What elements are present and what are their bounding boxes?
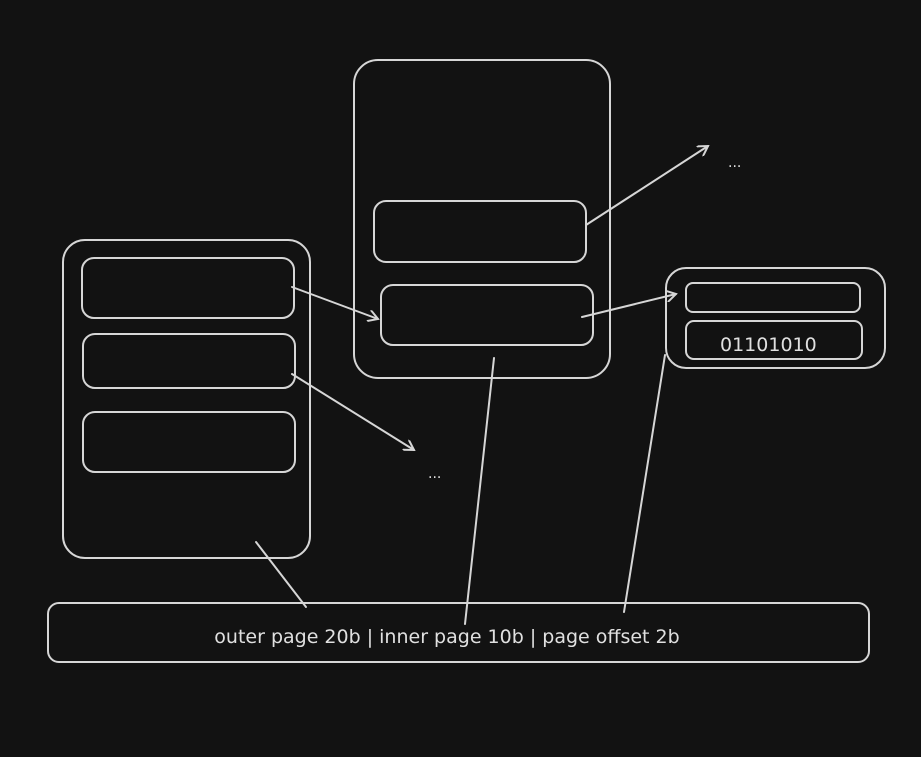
virtual-address-bar: outer page 20b | inner page 10b | page o… — [47, 602, 870, 663]
outer-table-entry — [82, 411, 296, 473]
physical-page: 01101010 — [665, 267, 886, 369]
page-data-value: 01101010 — [720, 334, 817, 356]
arrow-inner-to-elsewhere — [585, 146, 708, 226]
arrow-outer-to-inner — [291, 286, 378, 319]
address-bar-label: outer page 20b | inner page 10b | page o… — [214, 626, 679, 648]
arrow-outer-to-elsewhere — [291, 373, 414, 450]
ellipsis-inner: ... — [728, 155, 741, 171]
inner-table-frame — [353, 59, 611, 379]
inner-page-table — [353, 59, 611, 379]
page-frame — [665, 267, 886, 369]
outer-table-entry — [82, 333, 296, 389]
outer-table-frame — [62, 239, 311, 559]
outer-table-entry — [81, 257, 295, 319]
address-bar-frame — [47, 602, 870, 663]
leader-inner-page — [464, 357, 495, 625]
inner-table-entry — [373, 200, 587, 263]
arrow-inner-to-page — [581, 294, 676, 318]
inner-table-entry — [380, 284, 594, 346]
outer-page-table — [62, 239, 311, 559]
leader-outer-page — [255, 541, 307, 608]
ellipsis-outer: ... — [428, 466, 441, 482]
page-entry — [685, 282, 861, 313]
leader-page-offset — [623, 354, 666, 613]
page-entry-data — [685, 320, 863, 360]
